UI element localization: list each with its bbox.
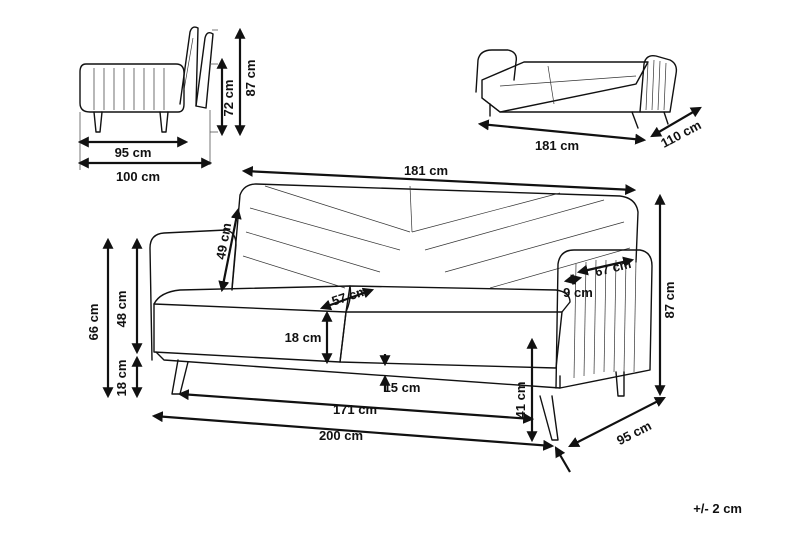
side-view-drawing [79, 26, 214, 133]
bed-depth-label: 110 cm [658, 117, 703, 151]
leg-height-left-label: 18 cm [114, 360, 129, 397]
arm-height-label: 48 cm [114, 291, 129, 328]
arm-width-label: 9 cm [563, 285, 593, 300]
overall-height-right-label: 87 cm [662, 282, 677, 319]
top-width-label: 181 cm [404, 163, 448, 178]
bed-view-dimensions [477, 106, 702, 145]
seat-cushion-label: 18 cm [285, 330, 322, 345]
overall-width-label: 200 cm [319, 428, 363, 443]
backrest-height-label: 49 cm [213, 222, 234, 261]
inner-width-label: 171 cm [333, 402, 377, 417]
gap-label: 15 cm [384, 380, 421, 395]
tolerance-note: +/- 2 cm [693, 501, 742, 516]
overall-depth-label: 95 cm [614, 418, 654, 448]
side-depth-total-label: 100 cm [116, 169, 160, 184]
overall-height-left-label: 66 cm [86, 304, 101, 341]
main-sofa-dimensions [102, 165, 666, 473]
arm-depth-label: 67 cm [593, 256, 632, 279]
side-back-height-label: 72 cm [221, 80, 236, 117]
side-total-height-label: 87 cm [243, 60, 258, 97]
bed-length-label: 181 cm [535, 138, 579, 153]
side-depth-seat-label: 95 cm [115, 145, 152, 160]
main-sofa-drawing [149, 183, 653, 441]
bed-view-drawing [475, 49, 678, 129]
front-height-label: 41 cm [513, 382, 528, 419]
side-view-dimensions [77, 27, 246, 170]
